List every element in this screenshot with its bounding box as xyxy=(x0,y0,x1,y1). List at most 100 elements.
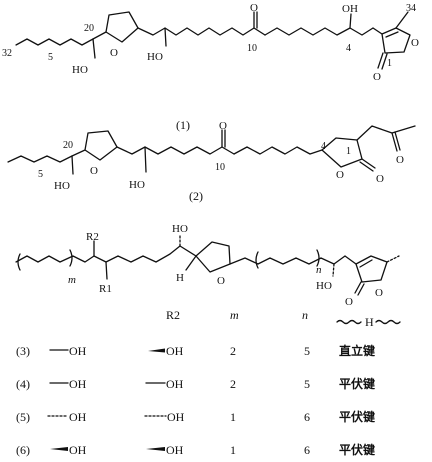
sg-methyl xyxy=(386,255,400,263)
sg-label-ho-top: HO xyxy=(172,223,188,235)
structure-2: 5 20 HO O HO O 10 4 O 1 O O (2) xyxy=(7,120,416,203)
s2-label-o-acyl: O xyxy=(396,154,404,166)
s1-label-oh-b: HO xyxy=(147,51,163,63)
s1-label-c1: 1 xyxy=(387,58,392,69)
s1-link-lactone xyxy=(372,27,383,35)
table-header: R2 m n H xyxy=(166,308,401,329)
row-id: (5) xyxy=(16,410,30,424)
sg-lactone-db xyxy=(359,259,373,268)
s2-carbonyl-1 xyxy=(361,158,376,169)
row-h-orientation: 平伏键 xyxy=(339,409,375,424)
sg-label-o-lac: O xyxy=(375,287,383,299)
row-r2: OH xyxy=(166,377,184,391)
sg-lactone-ring xyxy=(355,255,388,283)
s1-label-c34: 34 xyxy=(406,3,416,14)
row-n: 6 xyxy=(304,410,310,424)
s1-carbonyl-1 xyxy=(377,52,384,69)
row-r2: OH xyxy=(167,410,185,424)
s2-label-o-lac: O xyxy=(336,169,344,181)
s1-label-c20: 20 xyxy=(84,23,94,34)
s2-label-oh-b: HO xyxy=(129,179,145,191)
s1-label-c32: 32 xyxy=(2,48,12,59)
sg-carbonyl-2 xyxy=(357,283,365,296)
s2-chain-mid xyxy=(116,146,235,155)
s2-c20-oh-bond xyxy=(71,155,74,175)
s1-caption: (1) xyxy=(176,118,190,132)
wavy-bond-right xyxy=(375,319,401,325)
sg-chain-left xyxy=(15,255,95,263)
substituent-table: R2 m n H (3) OH OH 2 5 直立键 (4) OH OH 2 5 xyxy=(16,308,401,457)
sg-link-thf xyxy=(179,245,197,257)
s1-label-c4: 4 xyxy=(346,43,351,54)
s2-label-c10: 10 xyxy=(215,162,225,173)
sg-bracket-n-open xyxy=(255,251,259,269)
s1-carbonyl-2 xyxy=(381,53,388,70)
structure-general: R2 R1 m HO H O n HO O O xyxy=(15,223,400,308)
s1-alkyl-chain xyxy=(15,38,94,46)
s1-c20-oh-bond xyxy=(92,38,96,59)
s2-label-o-carb: O xyxy=(376,173,384,185)
s2-link-thf xyxy=(71,149,86,157)
row-n: 5 xyxy=(304,377,310,391)
s2-label-c1: 1 xyxy=(346,146,351,157)
row-id: (6) xyxy=(16,443,30,457)
s1-label-o-ring: O xyxy=(110,47,118,59)
sg-label-h: H xyxy=(176,272,184,284)
sg-link-lactone xyxy=(344,255,357,265)
row-m: 1 xyxy=(230,443,236,457)
s2-chain-right xyxy=(233,146,323,155)
s2-lactone-ring xyxy=(321,137,363,168)
bond-wedge xyxy=(148,348,165,353)
sg-bracket-m-open xyxy=(17,253,21,271)
table-row: (4) OH OH 2 5 平伏键 xyxy=(16,376,375,391)
header-h: H xyxy=(365,315,374,329)
s2-acyl-db-2 xyxy=(394,131,401,151)
sg-label-ho-bottom: HO xyxy=(316,280,332,292)
header-r2: R2 xyxy=(166,308,180,322)
s2-caption: (2) xyxy=(189,189,203,203)
sg-label-r1: R1 xyxy=(99,283,112,295)
s2-label-c20: 20 xyxy=(63,140,73,151)
row-h-orientation: 直立键 xyxy=(339,343,375,358)
sg-thf-ring xyxy=(195,241,231,273)
row-h-orientation: 平伏键 xyxy=(339,442,375,457)
row-r2: OH xyxy=(166,344,184,358)
s2-carbonyl-2 xyxy=(359,161,374,172)
sg-bracket-n-close xyxy=(316,249,320,267)
s2-thf-ring xyxy=(84,130,118,161)
s1-chain-mid xyxy=(137,27,266,36)
s2-oh-b-bond xyxy=(144,146,147,173)
s1-label-o-lac: O xyxy=(411,37,419,49)
table-row: (5) OH OH 1 6 平伏键 xyxy=(16,409,375,424)
row-r2: OH xyxy=(166,443,184,457)
row-m: 1 xyxy=(230,410,236,424)
row-n: 5 xyxy=(304,344,310,358)
s1-lactone-ring xyxy=(381,27,411,54)
bond-wedge xyxy=(146,447,165,451)
s2-alkyl-chain xyxy=(7,155,73,163)
s1-label-oh-c: OH xyxy=(342,3,358,15)
sg-link-a xyxy=(93,255,107,263)
row-r1: OH xyxy=(69,377,87,391)
row-r1: OH xyxy=(69,443,87,457)
sg-bracket-m-close xyxy=(69,249,73,267)
s1-label-c5: 5 xyxy=(48,52,53,63)
sg-label-n: n xyxy=(316,264,322,276)
s1-chain-right xyxy=(264,27,374,36)
s2-acetonyl xyxy=(356,125,416,141)
row-id: (4) xyxy=(16,377,30,391)
s1-oh-c-bond xyxy=(349,13,352,29)
row-r1: OH xyxy=(69,410,87,424)
s1-thf-ring xyxy=(105,11,139,43)
structure-1: 32 5 20 HO O HO O 10 OH 4 34 O 1 O (1) xyxy=(2,2,419,132)
s2-label-oh-a: HO xyxy=(54,180,70,192)
sg-label-r2: R2 xyxy=(86,231,99,243)
bond-wedge xyxy=(50,447,68,451)
sg-carbonyl-1 xyxy=(354,281,362,294)
sg-chain-right xyxy=(229,255,346,265)
s2-label-o-keto: O xyxy=(219,120,227,132)
s2-label-c4: 4 xyxy=(321,141,326,152)
s2-label-o-ring: O xyxy=(90,165,98,177)
row-r1: OH xyxy=(69,344,87,358)
